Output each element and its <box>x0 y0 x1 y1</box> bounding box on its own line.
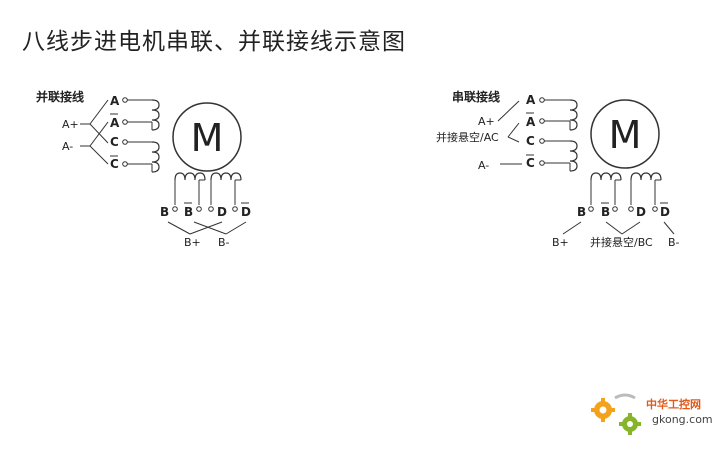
terminal-dot <box>539 118 545 124</box>
series-label-ac-common: 并接悬空/AC <box>436 130 499 144</box>
coil-icon <box>127 99 160 131</box>
parallel-label-b-minus: B- <box>218 236 230 249</box>
watermark-site-name: 中华工控网 <box>646 397 701 411</box>
series-label-bc-common: 并接悬空/BC <box>590 235 653 249</box>
coil-icon <box>544 99 578 131</box>
series-label-b-plus: B+ <box>552 236 569 249</box>
parallel-b-wires <box>167 221 247 235</box>
terminal-dot <box>122 161 128 167</box>
coil-icon <box>590 172 622 205</box>
series-motor-label: M <box>609 113 642 157</box>
series-pin-a-bar: A <box>526 115 536 129</box>
parallel-pin-a: A <box>110 94 120 108</box>
parallel-pin-c-bar: C <box>110 157 119 171</box>
coil-icon <box>630 172 662 205</box>
parallel-label-b-plus: B+ <box>184 236 201 249</box>
coil-icon <box>127 141 160 173</box>
coil-icon <box>544 140 578 172</box>
series-pin-b-bar: B <box>601 205 610 219</box>
page-title: 八线步进电机串联、并联接线示意图 <box>22 29 406 55</box>
terminal-dot <box>232 206 238 212</box>
coil-icon <box>210 172 242 205</box>
parallel-pin-b: B <box>160 205 169 219</box>
terminal-dot <box>122 97 128 103</box>
series-pin-c-bar: C <box>526 156 535 170</box>
parallel-label-a-plus: A+ <box>62 118 79 131</box>
series-heading: 串联接线 <box>452 89 500 104</box>
series-pin-c: C <box>526 134 535 148</box>
series-pin-d: D <box>636 205 646 219</box>
parallel-wiring-diagram: 并联接线 M A A C C <box>36 89 251 249</box>
terminal-dot <box>122 119 128 125</box>
parallel-pin-c: C <box>110 135 119 149</box>
terminal-dot <box>588 206 594 212</box>
parallel-motor-label: M <box>191 116 224 160</box>
gear-icon <box>591 393 641 435</box>
terminal-dot <box>172 206 178 212</box>
watermark-url: gkong.com <box>652 413 713 426</box>
series-pin-a: A <box>526 93 536 107</box>
parallel-pin-d-bar: D <box>241 205 251 219</box>
series-motor-icon <box>590 99 660 169</box>
parallel-heading: 并联接线 <box>36 89 84 104</box>
parallel-pin-b-bar: B <box>184 205 193 219</box>
terminal-dot <box>539 97 545 103</box>
terminal-dot <box>539 160 545 166</box>
parallel-pin-a-bar: A <box>110 116 120 130</box>
parallel-label-a-minus: A- <box>62 140 73 153</box>
series-pin-d-bar: D <box>660 205 670 219</box>
terminal-dot <box>122 139 128 145</box>
parallel-a-wires <box>80 99 109 165</box>
terminal-dot <box>612 206 618 212</box>
watermark-logo: 中华工控网 gkong.com <box>591 393 713 435</box>
series-wiring-diagram: 串联接线 M A A C C <box>436 89 680 249</box>
terminal-dot <box>208 206 214 212</box>
parallel-motor-icon <box>172 102 242 172</box>
series-label-a-plus: A+ <box>478 115 495 128</box>
coil-icon <box>174 172 206 205</box>
terminal-dot <box>628 206 634 212</box>
series-label-a-minus: A- <box>478 159 489 172</box>
series-pin-b: B <box>577 205 586 219</box>
series-label-b-minus: B- <box>668 236 680 249</box>
series-a-wires <box>497 100 522 165</box>
terminal-dot <box>539 138 545 144</box>
terminal-dot <box>652 206 658 212</box>
terminal-dot <box>196 206 202 212</box>
parallel-pin-d: D <box>217 205 227 219</box>
series-b-wires <box>562 221 675 235</box>
